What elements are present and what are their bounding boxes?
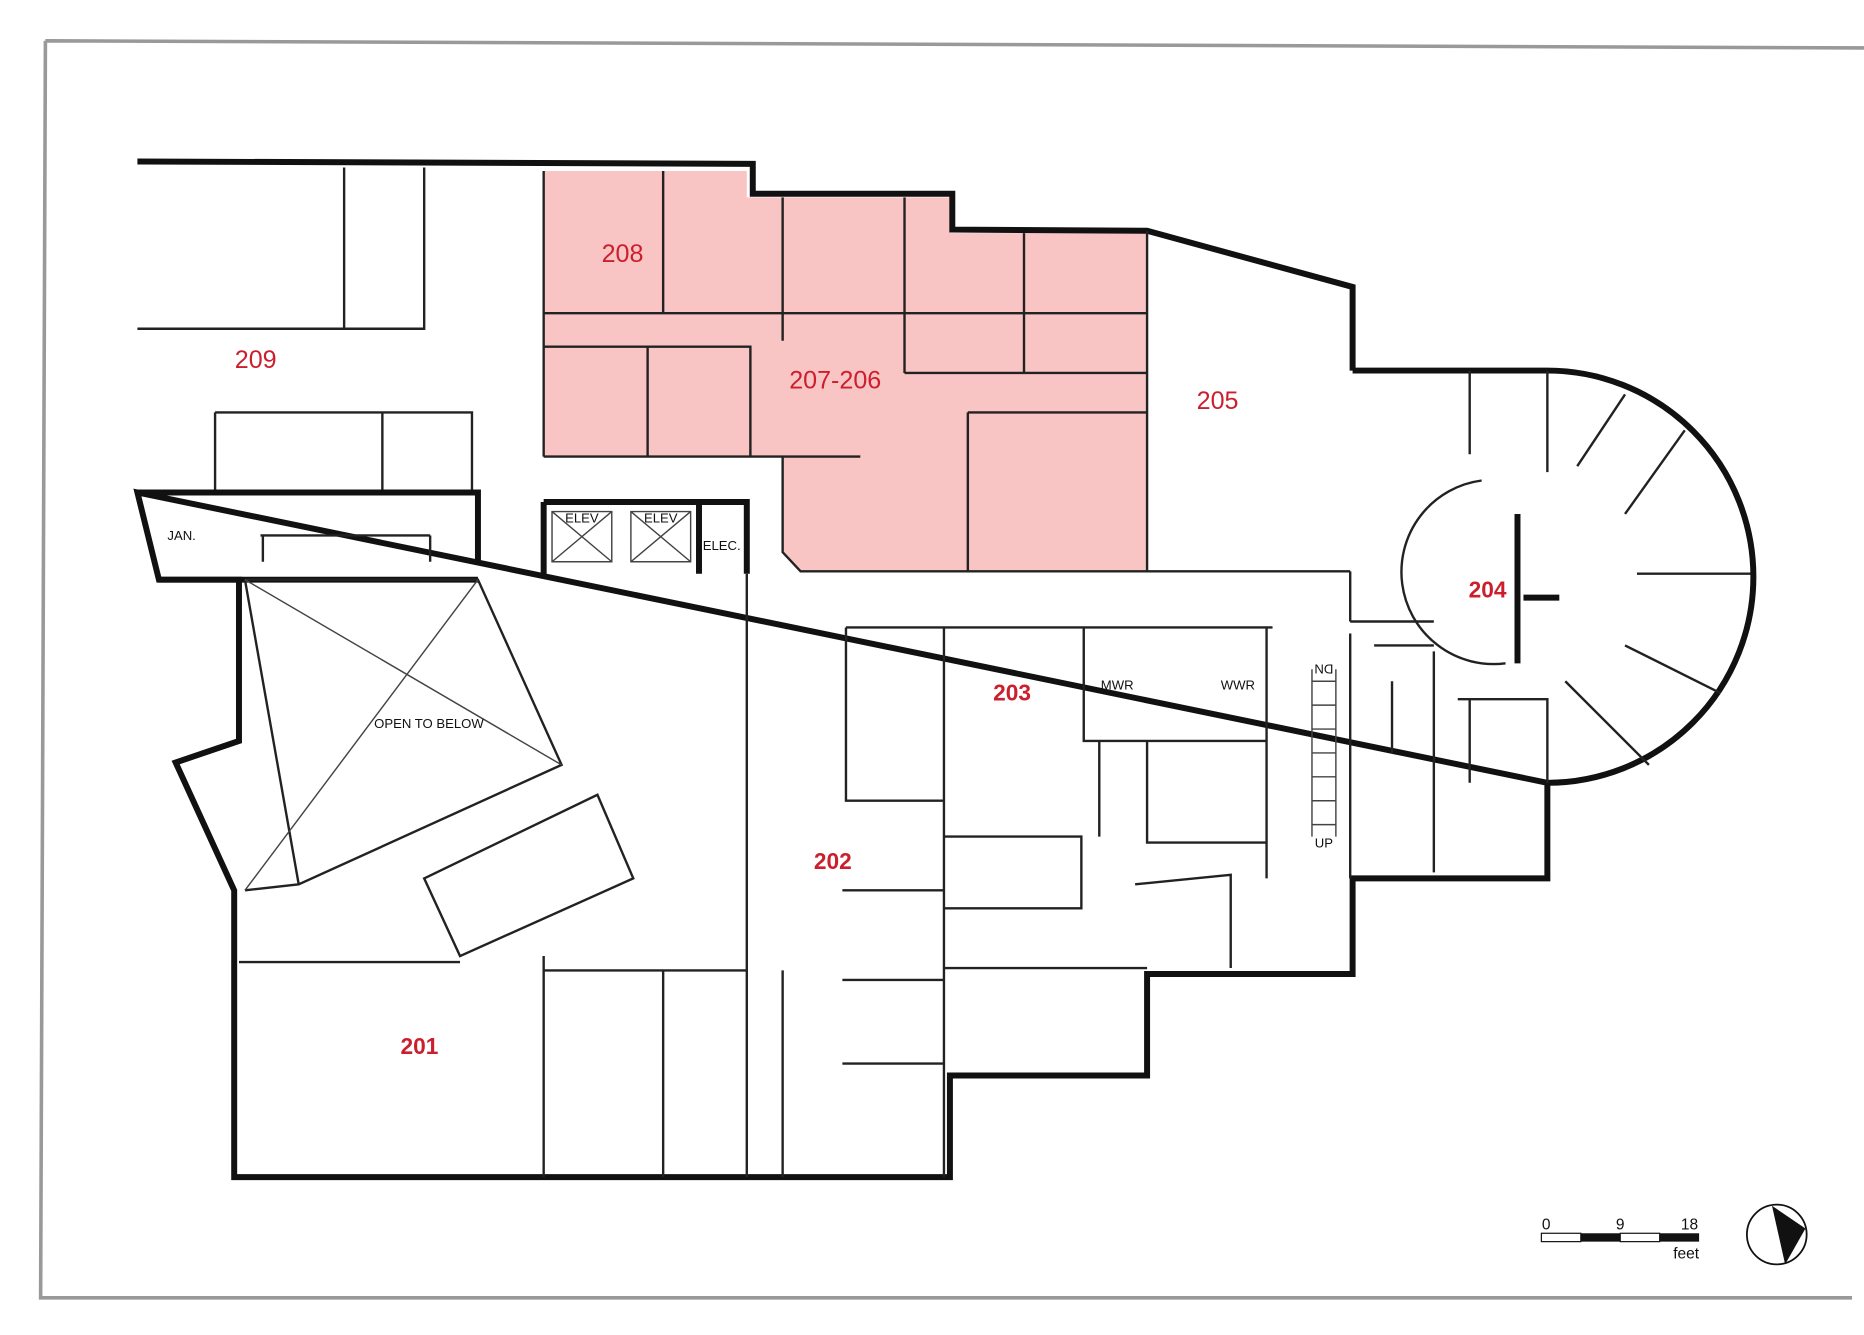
scale-unit: feet [1673, 1245, 1700, 1262]
open-to-below-label: OPEN TO BELOW [374, 716, 484, 731]
room-label-204: 204 [1469, 577, 1507, 603]
room-label-202: 202 [814, 848, 852, 874]
scale-bar: 0 9 18 feet [1540, 1217, 1700, 1262]
wwr-label: WWR [1221, 678, 1255, 693]
room-label-209: 209 [235, 346, 277, 374]
highlighted-suite-207-206-208[interactable] [543, 171, 1148, 572]
room-label-201: 201 [400, 1033, 438, 1059]
exterior-walls [133, 158, 1757, 1181]
elec-label: ELEC. [703, 538, 741, 553]
jan-label: JAN. [167, 528, 195, 543]
stair-dn-label: DN [1314, 662, 1333, 677]
mwr-label: MWR [1101, 678, 1134, 693]
sheet-border [38, 38, 1864, 1300]
scale-tick-9: 9 [1616, 1217, 1625, 1234]
stair-up-label: UP [1315, 835, 1333, 850]
room-label-203: 203 [993, 679, 1031, 705]
elev-label-1: ELEV [565, 510, 599, 525]
elev-label-2: ELEV [644, 510, 678, 525]
north-arrow-icon [1746, 1203, 1808, 1266]
scale-tick-0: 0 [1542, 1217, 1551, 1234]
room-label-205: 205 [1197, 387, 1239, 415]
room-label-207-206: 207-206 [789, 366, 881, 394]
scale-tick-18: 18 [1681, 1217, 1698, 1234]
room-label-208: 208 [602, 240, 644, 268]
